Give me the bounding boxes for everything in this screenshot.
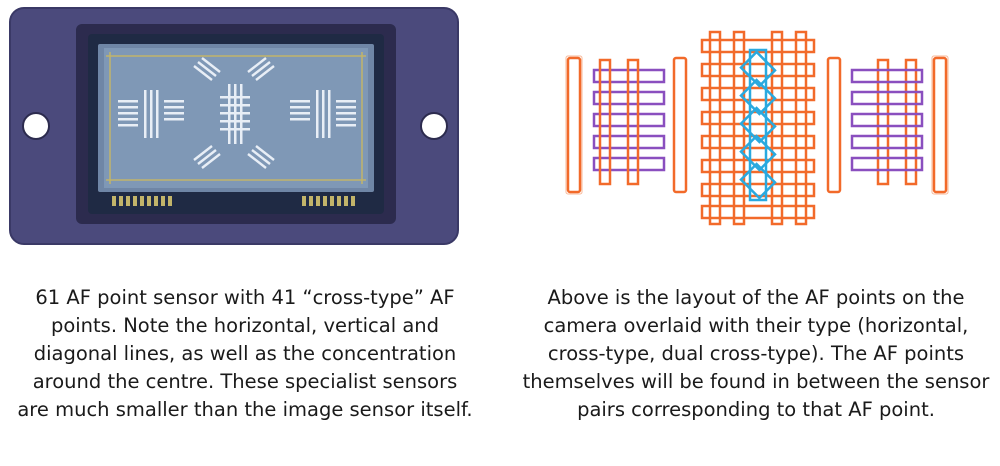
af-diagonal-sensors	[193, 57, 275, 169]
gold-pads-left	[112, 196, 172, 206]
af-layout-right-cross	[826, 56, 918, 194]
af-layout-outer-right	[931, 55, 949, 195]
mount-hole-right	[420, 112, 448, 140]
af-sensor-photo	[9, 7, 459, 245]
af-layout-right-group	[850, 68, 924, 172]
mount-hole-left	[22, 112, 50, 140]
af-line-sensors	[118, 84, 356, 144]
af-layout-center-dual-cross	[739, 48, 777, 202]
sensor-caption: 61 AF point sensor with 41 “cross-type” …	[17, 286, 473, 421]
af-points-layout-diagram	[565, 30, 949, 226]
af-layout-left-cross	[598, 56, 688, 194]
af-layout-outer-left	[565, 55, 583, 195]
gold-pads-right	[302, 196, 355, 206]
layout-caption: Above is the layout of the AF points on …	[522, 286, 990, 421]
